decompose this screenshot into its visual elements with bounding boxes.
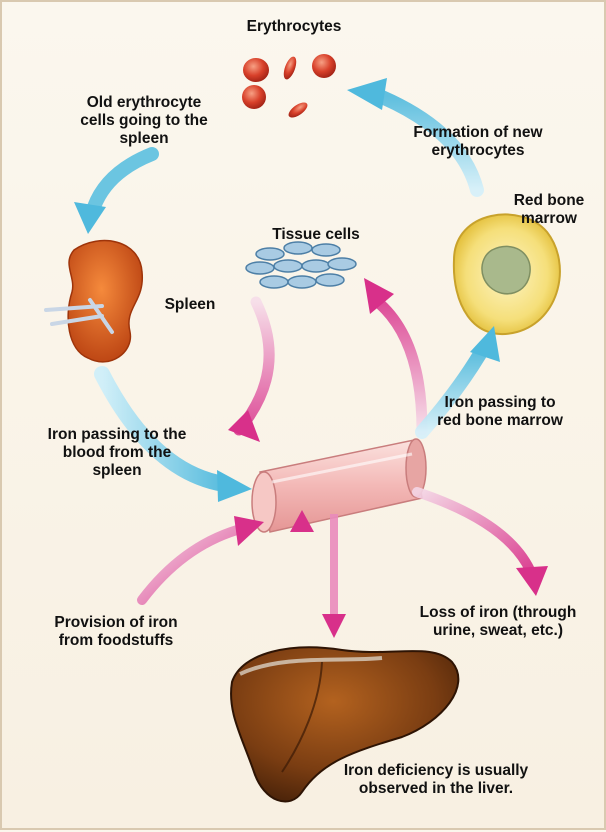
iron-to-marrow-label: Iron passing to red bone marrow (410, 394, 590, 430)
deficiency-label: Iron deficiency is usually observed in t… (308, 762, 564, 798)
red-bone-marrow-label: Red bone marrow (494, 192, 604, 228)
erythrocyte-cell (312, 54, 336, 78)
tissue-cells-label: Tissue cells (246, 226, 386, 244)
loss-label: Loss of iron (through urine, sweat, etc.… (394, 604, 602, 640)
old-erythrocytes-arrow (74, 154, 152, 234)
erythrocyte-cell (243, 58, 269, 82)
old-erythrocytes-label: Old erythrocyte cells going to the splee… (44, 94, 244, 148)
spleen-label: Spleen (150, 296, 230, 314)
erythrocyte-cell (242, 85, 266, 109)
provision-label: Provision of iron from foodstuffs (26, 614, 206, 650)
tissue-to-vessel-arrow (228, 302, 269, 442)
erythrocytes-label: Erythrocytes (224, 18, 364, 36)
erythrocytes-group (242, 54, 336, 120)
erythrocyte-cell (281, 55, 299, 81)
loss-arrow (417, 492, 548, 596)
provision-arrow (142, 516, 264, 600)
blood-vessel (252, 439, 426, 532)
erythrocyte-cell (286, 100, 310, 121)
iron-to-blood-label: Iron passing to the blood from the splee… (22, 426, 212, 480)
spleen-organ (46, 241, 142, 362)
formation-label: Formation of new erythrocytes (378, 124, 578, 160)
tissue-cells (246, 242, 356, 288)
bone-marrow (454, 214, 560, 334)
